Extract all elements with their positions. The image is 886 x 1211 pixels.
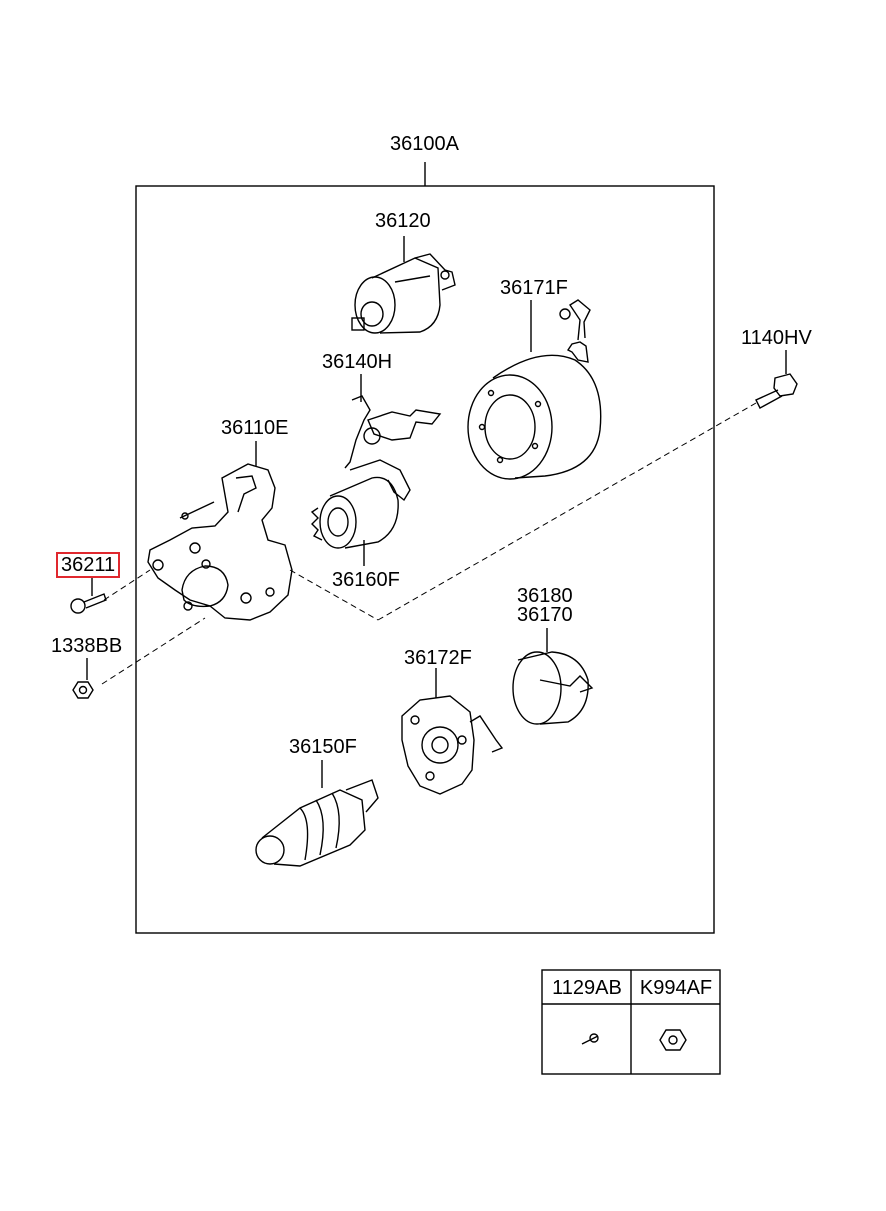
brush-holder-drawing [401, 668, 504, 795]
assembly-frame [135, 185, 715, 934]
bolt-36211-drawing [70, 576, 107, 614]
part-label-yoke[interactable]: 36171F [500, 277, 568, 299]
part-label-clutch[interactable]: 36160F [332, 569, 400, 591]
part-label-highlighted-bolt[interactable]: 36211 [56, 552, 121, 578]
housing-drawing [147, 441, 293, 621]
legend-col2-label[interactable]: K994AF [639, 977, 713, 999]
clutch-drawing [310, 476, 399, 566]
part-label-armature[interactable]: 36150F [289, 736, 357, 758]
yoke-drawing [467, 299, 602, 480]
lever-drawing [344, 374, 442, 502]
part-label-nut-left[interactable]: 1338BB [51, 635, 123, 657]
part-label-cover-2[interactable]: 36170 [517, 604, 573, 626]
bolt-icon [581, 1033, 599, 1045]
armature-drawing [255, 760, 379, 867]
nut-1338bb-drawing [72, 658, 94, 699]
part-label-solenoid[interactable]: 36120 [375, 210, 431, 232]
bolt-1140hv-drawing [755, 350, 798, 409]
part-label-brush-holder[interactable]: 36172F [404, 647, 472, 669]
part-label-cover-1[interactable]: 36180 [517, 585, 573, 607]
cover-drawing [512, 628, 594, 725]
solenoid-drawing [351, 236, 456, 334]
legend-table [541, 969, 721, 1075]
part-label-bolt-right[interactable]: 1140HV [741, 327, 812, 349]
flange-nut-icon [659, 1029, 687, 1051]
part-label-housing[interactable]: 36110E [221, 417, 289, 439]
legend-col1-label[interactable]: 1129AB [552, 977, 622, 999]
assembly-label: 36100A [390, 133, 459, 155]
part-label-lever[interactable]: 36140H [322, 351, 393, 373]
